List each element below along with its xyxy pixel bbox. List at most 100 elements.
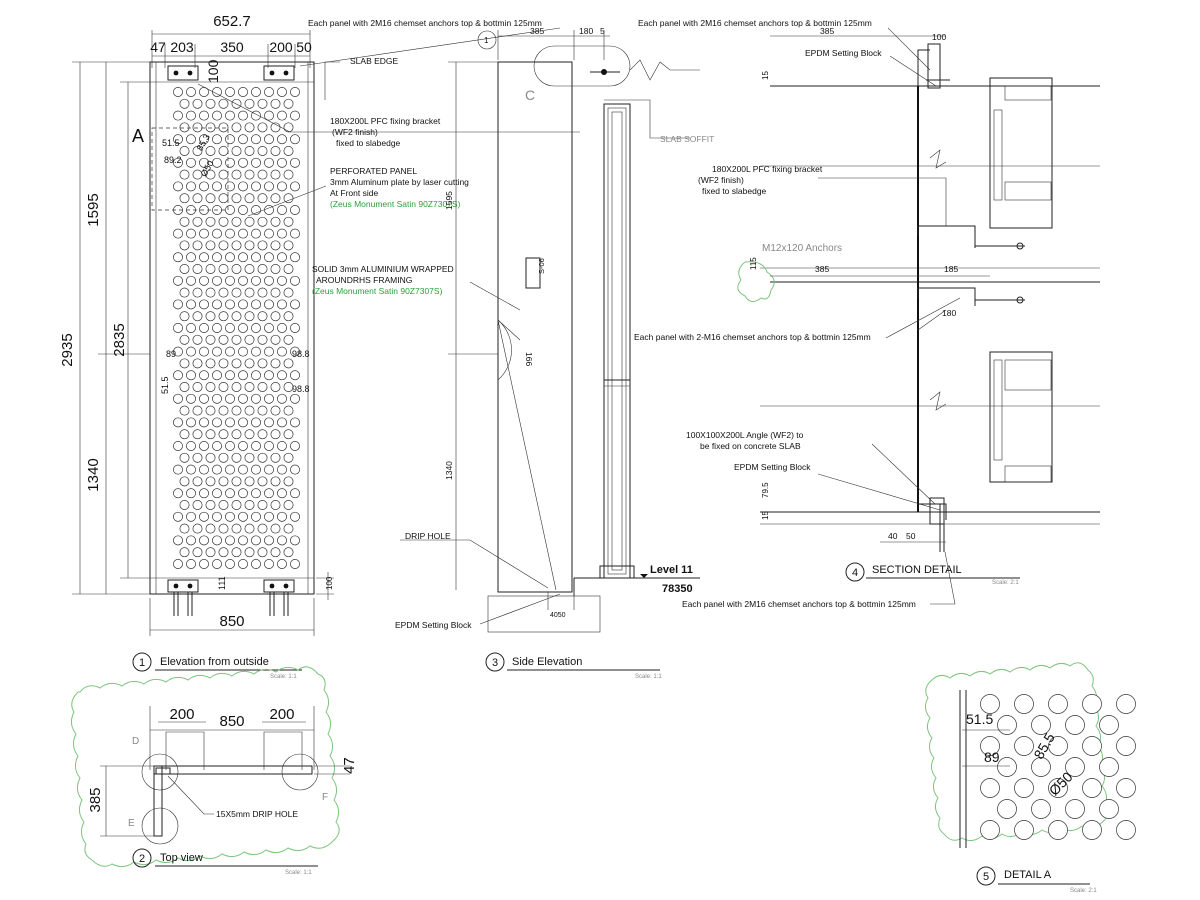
perforation-hole: [997, 799, 1017, 819]
perforation-hole: [270, 452, 281, 463]
top-dim-385: 385: [87, 787, 104, 812]
perforation-hole: [173, 393, 183, 404]
perforation-hole: [192, 240, 203, 251]
perforation-hole: [212, 299, 222, 310]
section-pfc-1: 180X200L PFC fixing bracket: [712, 164, 823, 174]
perforation-hole: [231, 358, 242, 369]
perforation-hole: [199, 464, 209, 475]
perforation-hole: [238, 299, 248, 310]
perforation-hole: [225, 157, 235, 168]
dim-1340: 1340: [85, 458, 102, 491]
perforation-hole: [173, 134, 183, 145]
perforation-hole: [192, 264, 203, 274]
perforation-hole: [179, 122, 190, 133]
section-dim-40: 40: [888, 531, 898, 541]
perforation-hole: [199, 441, 209, 451]
perforation-hole: [283, 122, 294, 133]
drip-hole-note: 15X5mm DRIP HOLE: [216, 809, 298, 819]
perforation-hole: [212, 535, 222, 546]
perforation-hole: [205, 382, 216, 392]
top-dim-850: 850: [219, 713, 244, 730]
section-dim-115: 115: [749, 257, 758, 270]
detail-c-callout: [533, 45, 631, 87]
perforation-hole: [231, 523, 242, 534]
perforation-hole: [251, 134, 261, 145]
perforation-hole: [1014, 778, 1034, 798]
perforation-hole: [212, 87, 222, 97]
perforation-hole: [186, 134, 196, 145]
perforation-hole: [290, 346, 300, 357]
perforation-hole: [270, 240, 281, 251]
perforation-hole: [173, 110, 183, 121]
perforation-hole: [244, 193, 255, 204]
title-num-2: 2: [139, 853, 145, 865]
perforation-hole: [173, 252, 183, 263]
side-dim-1340: 1340: [444, 461, 454, 480]
perforation-hole: [231, 429, 242, 440]
perforation-hole: [244, 358, 255, 369]
slab-below: [487, 595, 601, 633]
perforation-hole: [205, 287, 216, 298]
perforation-hole: [257, 547, 268, 558]
perforation-hole: [231, 405, 242, 416]
detail-dim-51-5: 51.5: [966, 711, 993, 727]
perforation-hole: [251, 299, 261, 310]
perforation-hole: [238, 417, 248, 428]
perf-note-2: 3mm Aluminum plate by laser cutting: [330, 177, 469, 187]
perforation-hole: [283, 311, 294, 322]
perf-note-3: At Front side: [330, 188, 378, 198]
perforation-hole: [212, 393, 222, 404]
perforation-hole: [277, 417, 287, 428]
perforation-hole: [225, 252, 235, 263]
perforation-hole: [257, 476, 268, 487]
perforation-hole: [218, 169, 229, 180]
elevation-annotations: Each panel with 2M16 chemset anchors top…: [197, 18, 580, 630]
perforation-hole: [218, 240, 229, 251]
perforation-hole: [173, 417, 183, 428]
perforation-hole: [1082, 820, 1102, 840]
perforation-hole: [199, 511, 209, 522]
perforation-hole: [179, 382, 190, 392]
perforation-hole: [980, 820, 1000, 840]
perforation-hole: [238, 205, 248, 215]
title-num-4: 4: [852, 567, 858, 579]
dim-51-5: 51.5: [162, 138, 180, 148]
perforation-hole: [264, 488, 274, 499]
perforation-hole: [283, 500, 294, 510]
perforation-hole: [270, 98, 281, 109]
perforation-hole: [231, 334, 242, 345]
m12-anchors: M12x120 Anchors: [762, 243, 842, 254]
perforation-hole: [283, 334, 294, 345]
perforation-hole: [290, 370, 300, 381]
perforation-hole: [264, 134, 274, 145]
perforation-hole: [186, 417, 196, 428]
section-epdm-top: EPDM Setting Block: [805, 48, 882, 58]
perforation-hole: [199, 488, 209, 499]
perforation-hole: [238, 134, 248, 145]
perforation-hole: [290, 299, 300, 310]
perforation-hole: [270, 500, 281, 510]
perforation-hole: [212, 157, 222, 168]
perforation-hole: [225, 393, 235, 404]
perforation-hole: [192, 98, 203, 109]
perforation-hole: [225, 87, 235, 97]
perforation-hole: [264, 252, 274, 263]
top-view-cloud: [70, 666, 340, 868]
perforation-hole: [277, 559, 287, 569]
side-scale: Scale: 1:1: [635, 674, 662, 680]
detail-d-circle: [141, 753, 179, 791]
perforation-hole: [238, 323, 248, 333]
perforation-hole: [290, 157, 300, 168]
perforation-hole: [173, 370, 183, 381]
perforation-hole: [179, 476, 190, 487]
perforation-hole: [257, 523, 268, 534]
perforation-hole: [277, 370, 287, 381]
perforation-hole: [264, 87, 274, 97]
perforation-hole: [205, 122, 216, 133]
perforation-hole: [205, 500, 216, 510]
title-num-3: 3: [492, 657, 498, 669]
perforation-hole: [244, 146, 255, 156]
perforation-hole: [290, 323, 300, 333]
solid-note-2: AROUNDRHS FRAMING: [316, 275, 412, 285]
top-dim-200a: 200: [169, 706, 194, 723]
